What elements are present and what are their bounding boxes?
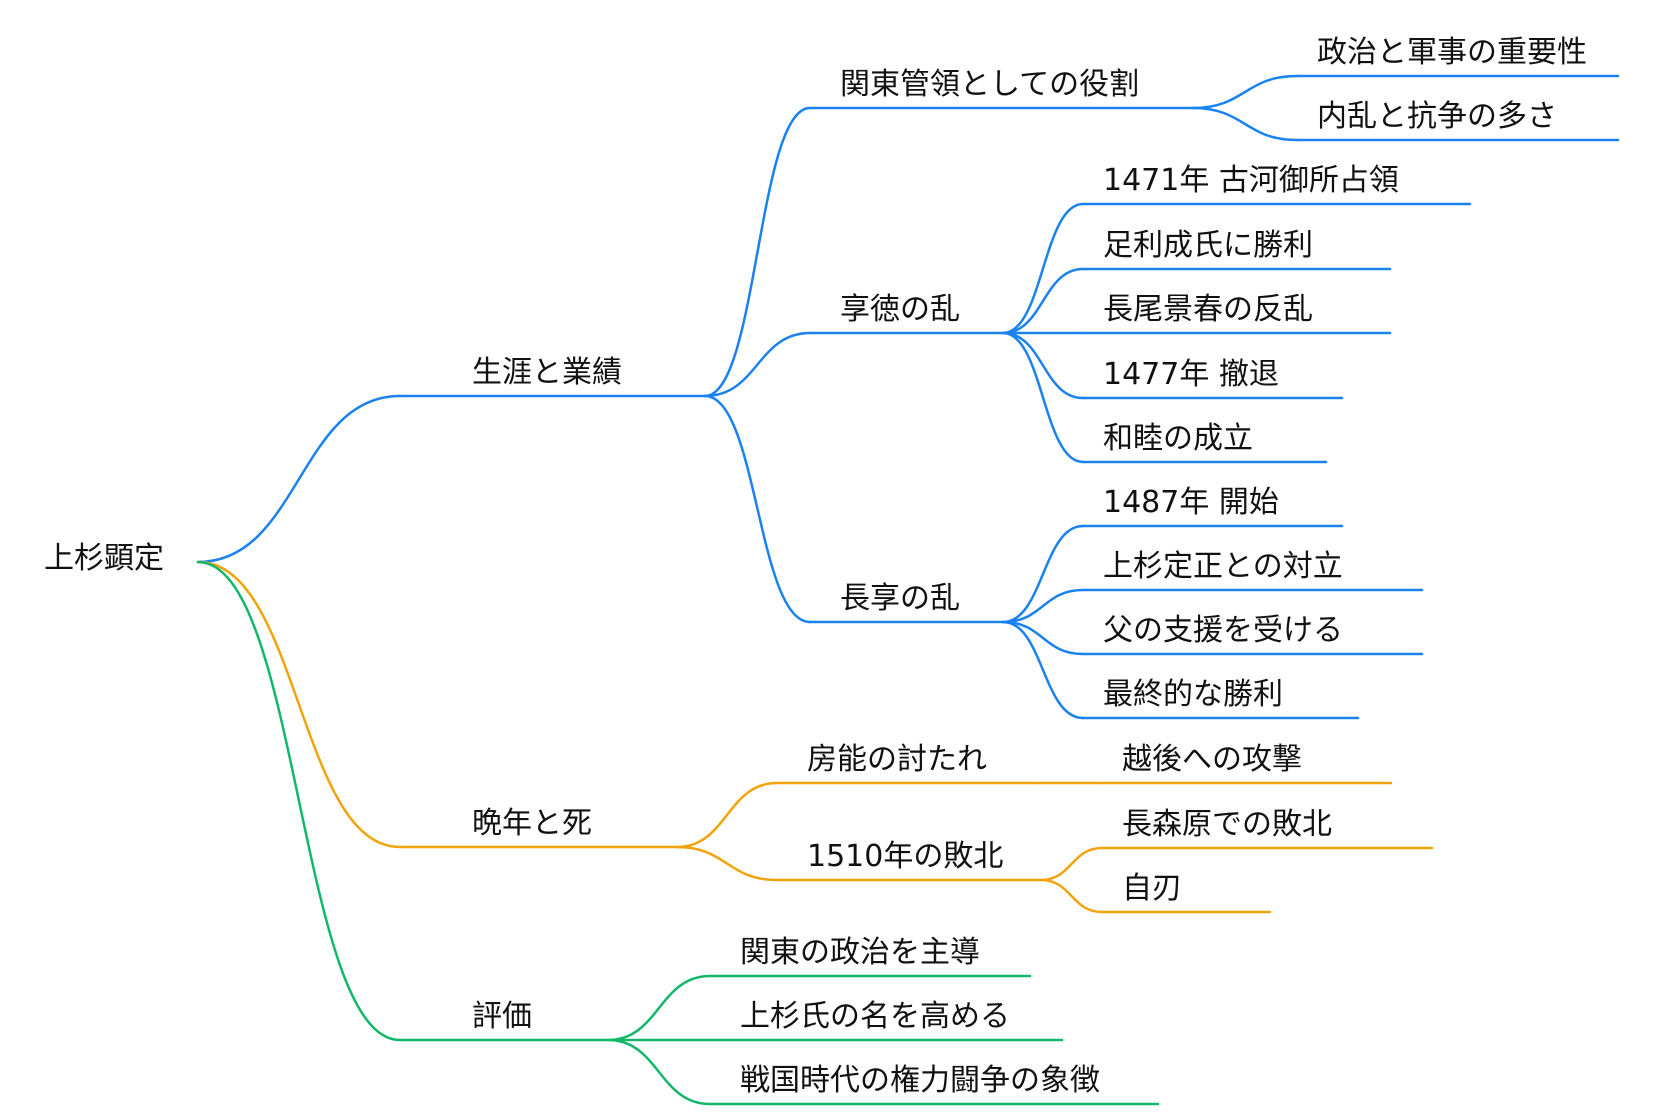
leaf-label-2-2-1: 長森原での敗北 — [1122, 807, 1332, 842]
root-node-label: 上杉顕定 — [44, 541, 164, 576]
edge-node-1-1-to-leaf-1 — [1191, 74, 1299, 110]
leaf-label-1-1-2: 内乱と抗争の多さ — [1317, 99, 1557, 134]
mindmap-underlines — [398, 74, 1620, 1106]
leaf-label-1-2-5: 和睦の成立 — [1103, 421, 1253, 456]
edge-branch-2-to-node-1 — [675, 781, 779, 849]
edge-branch-3-to-node-3 — [606, 1038, 712, 1106]
edge-node-1-2-to-leaf-5 — [1001, 331, 1085, 464]
leaf-label-1-2-3: 長尾景春の反乱 — [1103, 292, 1313, 327]
edge-branch-2-to-node-2 — [675, 845, 779, 882]
leaf-label-2-1-1: 越後への攻撃 — [1122, 742, 1302, 777]
branch-label-3: 評価 — [472, 999, 532, 1034]
edge-node-1-3-to-leaf-3 — [1001, 620, 1085, 656]
leaf-label-1-1-1: 政治と軍事の重要性 — [1317, 35, 1587, 70]
leaf-label-1-2-4: 1477年 撤退 — [1103, 357, 1279, 392]
edge-branch-1-to-node-3 — [703, 394, 812, 624]
branch-label-2: 晩年と死 — [472, 806, 592, 841]
edge-root-to-branch-3 — [196, 560, 402, 1042]
node-label-1-1: 関東管領としての役割 — [840, 67, 1139, 102]
leaf-label-1-3-3: 父の支援を受ける — [1103, 613, 1343, 648]
node-label-3-1: 関東の政治を主導 — [740, 935, 980, 970]
node-label-3-3: 戦国時代の権力闘争の象徴 — [740, 1063, 1100, 1098]
edge-node-1-2-to-leaf-1 — [1001, 202, 1085, 335]
edge-node-1-2-to-leaf-4 — [1001, 331, 1085, 400]
node-label-1-2: 享徳の乱 — [840, 292, 960, 327]
edge-branch-1-to-node-2 — [703, 331, 812, 398]
edge-node-2-2-to-leaf-2 — [1039, 878, 1104, 914]
leaf-label-1-3-4: 最終的な勝利 — [1103, 677, 1283, 712]
mindmap-edges — [196, 74, 1299, 1106]
edge-node-2-2-to-leaf-1 — [1039, 846, 1104, 882]
node-label-3-2: 上杉氏の名を高める — [740, 999, 1010, 1034]
edge-node-1-3-to-leaf-1 — [1001, 524, 1085, 624]
leaf-label-1-3-1: 1487年 開始 — [1103, 485, 1279, 520]
leaf-label-1-2-1: 1471年 古河御所占領 — [1103, 163, 1399, 198]
node-label-2-1: 房能の討たれ — [807, 742, 987, 777]
leaf-label-1-2-2: 足利成氏に勝利 — [1103, 228, 1313, 263]
edge-node-1-3-to-leaf-2 — [1001, 588, 1085, 624]
node-label-1-3: 長享の乱 — [840, 581, 960, 616]
edge-branch-1-to-node-1 — [703, 106, 812, 398]
leaf-label-2-2-2: 自刃 — [1122, 871, 1182, 906]
edge-node-1-1-to-leaf-2 — [1191, 106, 1299, 142]
edge-branch-3-to-node-1 — [606, 974, 712, 1042]
edge-node-1-2-to-leaf-2 — [1001, 267, 1085, 335]
edge-root-to-branch-1 — [196, 394, 402, 564]
edge-node-1-3-to-leaf-4 — [1001, 620, 1085, 720]
node-label-2-2: 1510年の敗北 — [807, 839, 1003, 874]
edge-root-to-branch-2 — [196, 560, 402, 849]
branch-label-1: 生涯と業績 — [472, 355, 622, 390]
leaf-label-1-3-2: 上杉定正との対立 — [1103, 549, 1343, 584]
